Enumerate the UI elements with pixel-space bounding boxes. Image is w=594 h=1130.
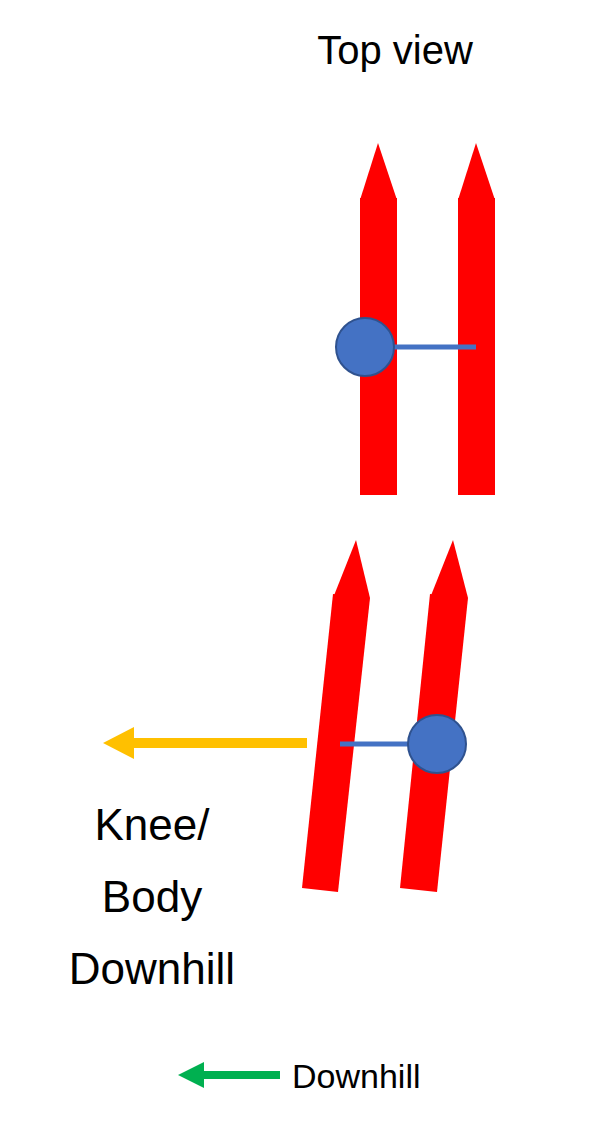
ski [400,594,468,892]
downhill-label: Downhill [292,1056,552,1096]
knee-dot [408,715,466,773]
downhill-arrow [178,1062,280,1088]
top-skis [336,143,495,495]
ski-tip [333,540,370,598]
ski-tip [360,143,397,200]
arrow-head [103,727,134,759]
ski-tip [430,540,468,598]
knee-link [340,742,412,747]
knee-link [392,345,476,350]
arrow-head [178,1062,204,1088]
arrow-shaft [198,1071,280,1079]
tilted-skis [302,540,468,892]
arrow-shaft [128,738,307,748]
ski-tip [458,143,495,200]
knee-arrow [103,727,307,759]
view-title: Top view [255,24,535,76]
knee-label: Knee/ Body Downhill [42,789,262,1005]
knee-dot [336,318,394,376]
